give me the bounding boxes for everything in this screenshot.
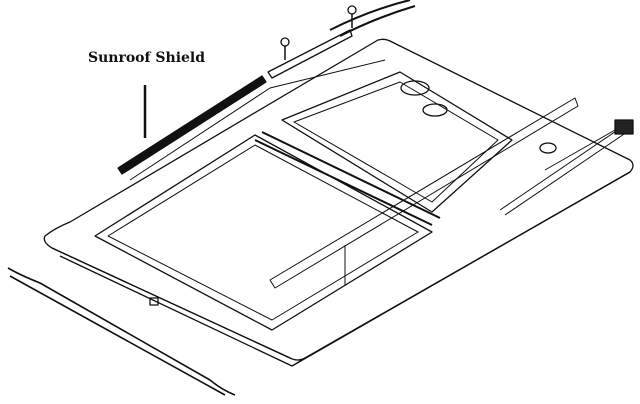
deflector-strip (129, 59, 386, 181)
rear-glass-opening (281, 71, 513, 213)
drain-tube-left (269, 97, 579, 289)
sunroof-shield-label: Sunroof Shield (88, 50, 206, 66)
roof-front-edge (51, 171, 631, 367)
rear-trim (267, 29, 353, 79)
glass-divider-rail (254, 131, 441, 226)
mount-hole-3 (539, 142, 557, 154)
clip-icon (149, 297, 159, 306)
front-seal (7, 267, 236, 396)
rear-seal (329, 0, 416, 37)
screw-icon (280, 37, 290, 47)
mount-hole-2 (422, 103, 448, 117)
sunroof-shield (117, 75, 267, 175)
roof-panel-outline (43, 38, 634, 361)
front-glass-inner (107, 144, 419, 321)
connector-block (614, 119, 634, 135)
rear-glass-inner (293, 81, 499, 203)
mount-hole (400, 80, 430, 96)
front-glass-opening (94, 134, 433, 331)
screw-icon-2 (347, 5, 357, 15)
wiring-harness (499, 124, 631, 216)
leader-harness (544, 129, 616, 171)
